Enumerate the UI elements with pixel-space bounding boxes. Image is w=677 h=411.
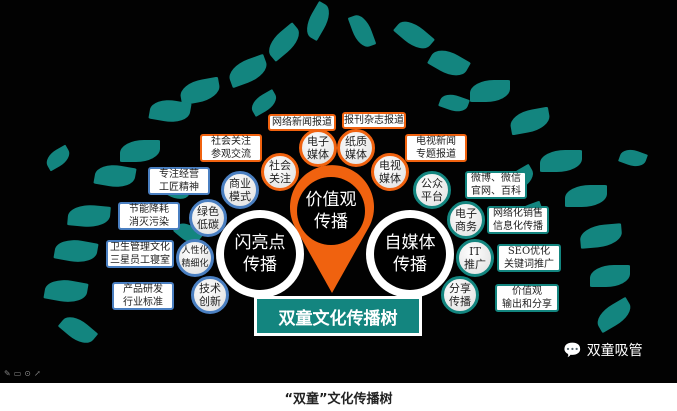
leaf-icon [592, 296, 636, 334]
leaf-icon [263, 22, 305, 62]
leaf-icon [590, 265, 630, 287]
label-box: 节能降耗 消灭污染 [118, 202, 180, 230]
label-box: 电视新闻 专题报道 [405, 134, 467, 162]
leaf-icon [247, 89, 281, 117]
circle-node: 社会 关注 [261, 153, 299, 191]
circle-node: 电视 媒体 [371, 153, 409, 191]
label-box: 价值观 输出和分享 [495, 284, 559, 312]
leaf-icon [438, 90, 470, 116]
circle-node: 绿色 低碳 [189, 199, 227, 237]
title-banner: 双童文化传播树 [254, 296, 422, 336]
circle-node: IT 推广 [456, 239, 494, 277]
leaf-icon [618, 146, 648, 170]
circle-node: 人性化 精细化 [176, 239, 214, 277]
circle-node: 电子 商务 [447, 201, 485, 239]
label-box: 卫生管理文化 三星员工寝室 [106, 240, 174, 268]
label-box: 网络新闻报道 [268, 114, 336, 131]
label-box: 网络化销售 信息化传播 [487, 206, 549, 234]
leaf-icon [579, 223, 623, 249]
watermark: 💬 双童吸管 [563, 340, 643, 360]
wechat-icon: 💬 [563, 341, 582, 359]
leaf-icon [540, 150, 582, 172]
leaf-icon [120, 140, 160, 162]
title-text: 双童文化传播树 [257, 299, 419, 333]
watermark-text: 双童吸管 [586, 343, 643, 359]
hub-center: 价值观 传播 [297, 177, 365, 245]
circle-node: 商业 模式 [221, 171, 259, 209]
circle-node: 电子 媒体 [299, 129, 337, 167]
leaf-icon [565, 185, 607, 207]
label-box: 社会关注 参观交流 [200, 134, 262, 162]
leaf-icon [470, 80, 510, 102]
circle-node: 纸质 媒体 [337, 129, 375, 167]
leaf-icon [43, 276, 89, 306]
leaf-icon [67, 203, 111, 229]
leaf-icon [57, 310, 99, 350]
caption: “双童”文化传播树 [284, 392, 393, 407]
hub-right: 自媒体 传播 [374, 218, 446, 290]
toolbar-icons[interactable]: ✎▭⊙↗ [4, 369, 44, 378]
circle-node: 技术 创新 [191, 276, 229, 314]
leaf-icon [347, 11, 377, 51]
leaf-icon [301, 0, 335, 42]
leaf-icon [427, 43, 471, 83]
leaf-icon [42, 144, 74, 172]
circle-node: 分享 传播 [441, 276, 479, 314]
leaf-icon [93, 161, 137, 191]
label-box: 微博、微信 官网、百科 [465, 171, 527, 199]
circle-node: 公众 平台 [413, 171, 451, 209]
label-box: 报刊杂志报道 [342, 112, 406, 129]
diagram-canvas: 价值观 传播 闪亮点 传播 自媒体 传播 电子 媒体纸质 媒体社会 关注 电视 媒… [0, 0, 677, 383]
leaf-icon [393, 15, 435, 55]
leaf-icon [225, 53, 271, 89]
leaf-icon [53, 236, 99, 266]
label-box: 专注经营 工匠精神 [148, 167, 210, 195]
hub-left: 闪亮点 传播 [224, 218, 296, 290]
leaf-icon [508, 106, 552, 136]
label-box: 产品研发 行业标准 [112, 282, 174, 310]
label-box: SEO优化 关键词推广 [497, 244, 561, 272]
leaf-icon [178, 76, 222, 106]
